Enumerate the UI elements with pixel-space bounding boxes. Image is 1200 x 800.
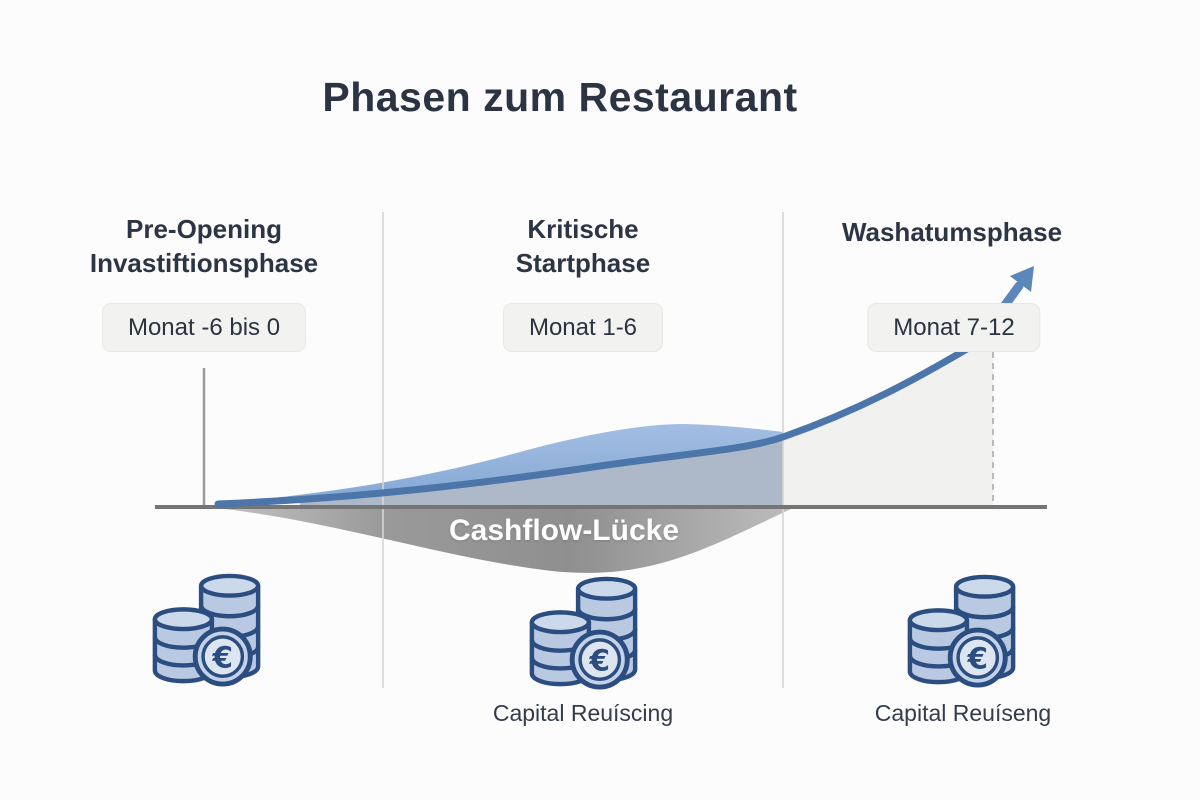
month-badge-2: Monat 1-6: [502, 303, 664, 352]
heading-line: Invastiftionsphase: [89, 248, 319, 278]
euro-coin-stacks-icon: [155, 576, 258, 684]
phase-heading-preopening: Pre-Opening Invastiftionsphase: [34, 212, 374, 280]
heading-line: Pre-Opening: [125, 214, 282, 244]
month-badge-1: Monat -6 bis 0: [101, 303, 307, 352]
heading-line: Kritische: [527, 214, 639, 244]
euro-coin-stacks-icon: [910, 577, 1013, 685]
sub-curve-region: [300, 437, 783, 506]
phase-heading-startphase: Kritische Startphase: [433, 212, 733, 280]
month-badge-3: Monat 7-12: [867, 303, 1041, 352]
euro-coin-stacks-icon: [532, 579, 635, 687]
page-title: Phasen zum Restaurant: [322, 74, 798, 120]
cashflow-curve: [214, 342, 976, 508]
phase-heading-wachstum: Washatumsphase: [782, 215, 1122, 249]
cashflow-gap-label: Cashflow-Lücke: [448, 514, 680, 547]
cashflow-gap-area: [206, 507, 793, 573]
heading-line: Washatumsphase: [841, 217, 1063, 247]
capital-label-2: Capital Reuíscing: [492, 700, 674, 726]
revenue-wave: [218, 424, 783, 503]
capital-label-3: Capital Reuíseng: [874, 700, 1052, 726]
growth-region: [783, 347, 993, 506]
heading-line: Startphase: [515, 248, 651, 278]
